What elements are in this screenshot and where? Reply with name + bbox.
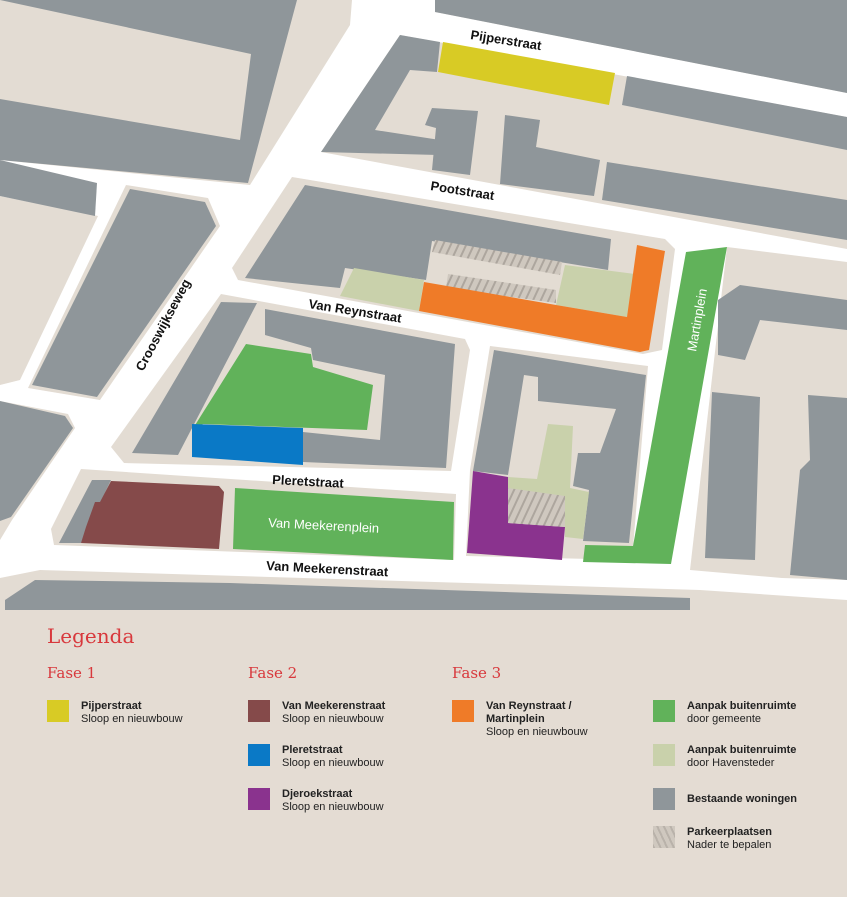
legend-title: Legenda <box>47 624 135 648</box>
building <box>321 35 440 155</box>
legend-item-sub: Sloop en nieuwbouw <box>282 713 384 725</box>
building <box>425 108 478 175</box>
swatch-yellow <box>47 700 69 722</box>
area-havensteder-path <box>508 424 589 539</box>
building <box>0 160 97 216</box>
building <box>602 162 847 240</box>
street-label-pleretstraat: Pleretstraat <box>272 472 345 491</box>
hatch-pattern-icon <box>653 826 675 848</box>
legend-item-title: Aanpak buitenruimte <box>687 744 797 756</box>
building <box>5 580 690 610</box>
swatch-light-green <box>653 744 675 766</box>
area-van-meekerenplein <box>233 488 454 560</box>
legend-item-sub: door Havensteder <box>687 757 775 769</box>
building <box>473 350 646 543</box>
swatch-blue <box>248 744 270 766</box>
building <box>59 480 111 543</box>
area-havensteder-left <box>340 268 424 311</box>
building <box>32 189 216 397</box>
parking-area <box>432 240 562 275</box>
legend-item-sub: Sloop en nieuwbouw <box>486 726 588 738</box>
area-fase3-van-reynstraat <box>419 245 665 352</box>
building <box>500 115 600 196</box>
area-fase2-djeroekstraat <box>467 471 565 560</box>
area-havensteder-right <box>556 265 635 317</box>
swatch-green <box>653 700 675 722</box>
swatch-purple <box>248 788 270 810</box>
building <box>265 309 455 468</box>
area-green-courtyard <box>192 344 373 430</box>
building <box>622 76 847 150</box>
legend-item-title: Parkeerplaatsen <box>687 826 772 838</box>
legend-item-sub: Sloop en nieuwbouw <box>282 757 384 769</box>
swatch-gray <box>653 788 675 810</box>
parking-area <box>446 274 556 303</box>
fase3-heading: Fase 3 <box>452 664 502 682</box>
legend-item-sub: Nader te bepalen <box>687 839 772 851</box>
legend-item-title: Van Meekerenstraat <box>282 700 386 712</box>
building <box>0 0 297 183</box>
building <box>435 0 847 93</box>
legend-item-bestaande-woningen: Bestaande woningen <box>653 788 797 810</box>
fase2-heading: Fase 2 <box>248 664 298 682</box>
area-fase2-pleretstraat <box>192 424 303 465</box>
legend-item-title: Bestaande woningen <box>687 792 798 805</box>
development-areas <box>81 42 727 564</box>
legend-item-title: Pijperstraat <box>81 700 142 712</box>
legend-item-sub: door gemeente <box>687 713 761 725</box>
building <box>718 285 847 360</box>
legend-item-sub: Sloop en nieuwbouw <box>81 713 183 725</box>
legend-item-sub: Sloop en nieuwbouw <box>282 801 384 813</box>
fase1-heading: Fase 1 <box>47 664 97 682</box>
area-fase2-van-meekerenstraat <box>81 481 224 549</box>
legend-item-title: Van Reynstraat / <box>486 700 572 712</box>
area-martinplein <box>583 247 727 564</box>
swatch-orange <box>452 700 474 722</box>
legend-item-title: Aanpak buitenruimte <box>687 700 797 712</box>
building <box>132 302 257 455</box>
existing-buildings <box>0 0 847 610</box>
building <box>790 395 847 580</box>
parking-area <box>508 488 565 527</box>
place-label-van-meekerenplein: Van Meekerenplein <box>268 515 380 536</box>
legend: Legenda Fase 1 Fase 2 Fase 3 Pijperstraa… <box>0 610 847 897</box>
swatch-brown <box>248 700 270 722</box>
legend-item-title: Pleretstraat <box>282 744 343 756</box>
area-fase1-pijperstraat <box>438 42 615 105</box>
building <box>705 392 760 560</box>
legend-item-title-line2: Martinplein <box>486 713 545 725</box>
neighborhood-map: Pijperstraat Pootstraat Van Reynstraat C… <box>0 0 847 610</box>
building <box>245 185 611 288</box>
block-far-left <box>0 196 98 385</box>
legend-item-title: Djeroekstraat <box>282 788 353 800</box>
building <box>0 401 73 521</box>
street-label-van-meekerenstraat: Van Meekerenstraat <box>266 558 389 579</box>
